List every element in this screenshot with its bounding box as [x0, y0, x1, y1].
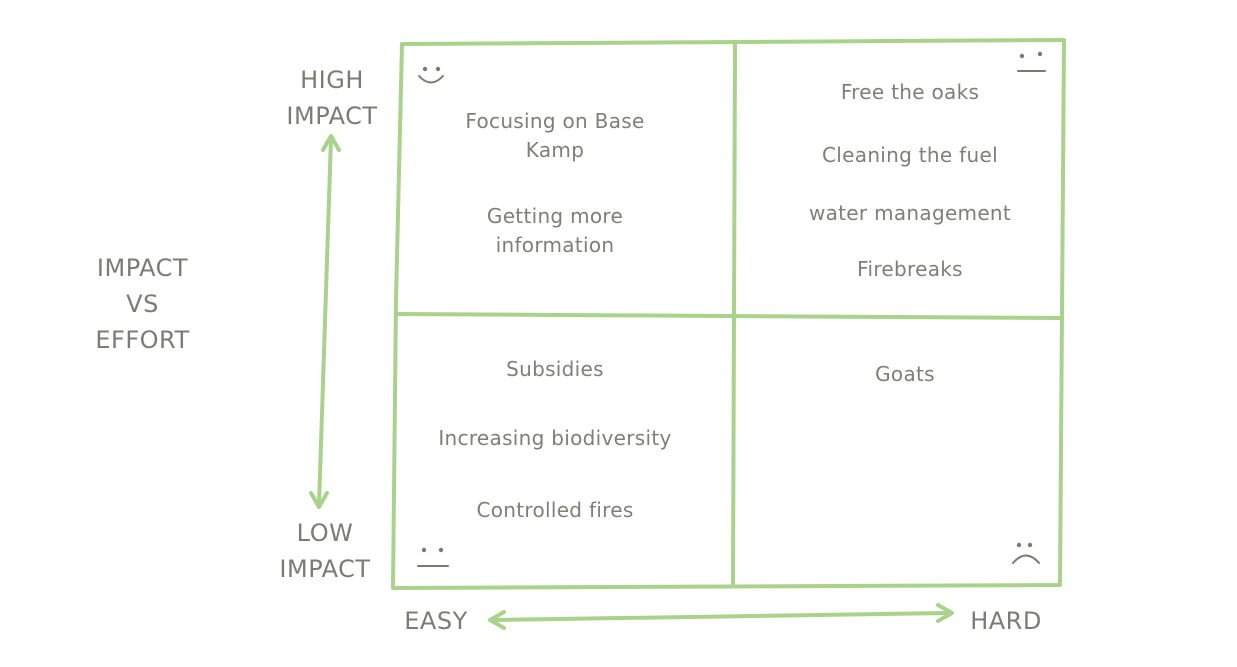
high-impact-line-1: HIGH: [300, 66, 364, 94]
hard-label: HARD: [970, 607, 1042, 635]
impact-arrow-down-head: [309, 491, 329, 509]
list-item: water management: [808, 201, 1012, 225]
list-item: Firebreaks: [857, 257, 963, 281]
frown-icon: [1012, 542, 1040, 564]
quadrant-high-impact-hard: Free the oaks Cleaning the fuel water ma…: [800, 78, 1020, 298]
smile-icon: [418, 66, 444, 84]
quadrant-low-impact-easy: Subsidies Increasing biodiversity Contro…: [430, 355, 680, 535]
quadrant-low-impact-hard: Goats: [830, 360, 980, 400]
list-item: Increasing biodiversity: [438, 426, 672, 450]
effort-axis-arrow: [490, 611, 952, 622]
diagram-title: IMPACT VS EFFORT: [70, 250, 215, 358]
list-item: Cleaning the fuel: [822, 143, 998, 167]
neutral-face-icon: [417, 547, 449, 567]
effort-arrow-left-head: [488, 610, 506, 630]
title-line-1: IMPACT: [96, 254, 189, 282]
easy-label: EASY: [404, 607, 468, 635]
impact-arrow-up-head: [321, 134, 341, 152]
high-impact-line-2: IMPACT: [286, 102, 378, 130]
list-item: Subsidies: [506, 357, 604, 381]
vertical-divider: [731, 42, 737, 585]
matrix-frame: [391, 38, 1066, 590]
neutral-face-icon: [1017, 51, 1046, 72]
quadrant-high-impact-easy: Focusing on Base Kamp Getting more infor…: [450, 105, 660, 305]
list-item: Focusing on Base Kamp: [465, 109, 645, 162]
impact-axis-arrow: [317, 136, 333, 507]
list-item: Getting more information: [486, 204, 624, 257]
high-impact-label: HIGH IMPACT: [272, 62, 392, 134]
low-impact-line-2: IMPACT: [279, 555, 371, 583]
list-item: Free the oaks: [840, 80, 980, 104]
low-impact-label: LOW IMPACT: [265, 515, 385, 587]
horizontal-divider: [394, 312, 1064, 320]
effort-arrow-right-head: [936, 603, 954, 623]
list-item: Goats: [875, 362, 935, 386]
title-line-2: VS: [126, 290, 159, 318]
low-impact-line-1: LOW: [296, 519, 354, 547]
list-item: Controlled fires: [476, 498, 634, 522]
title-line-3: EFFORT: [95, 326, 190, 354]
